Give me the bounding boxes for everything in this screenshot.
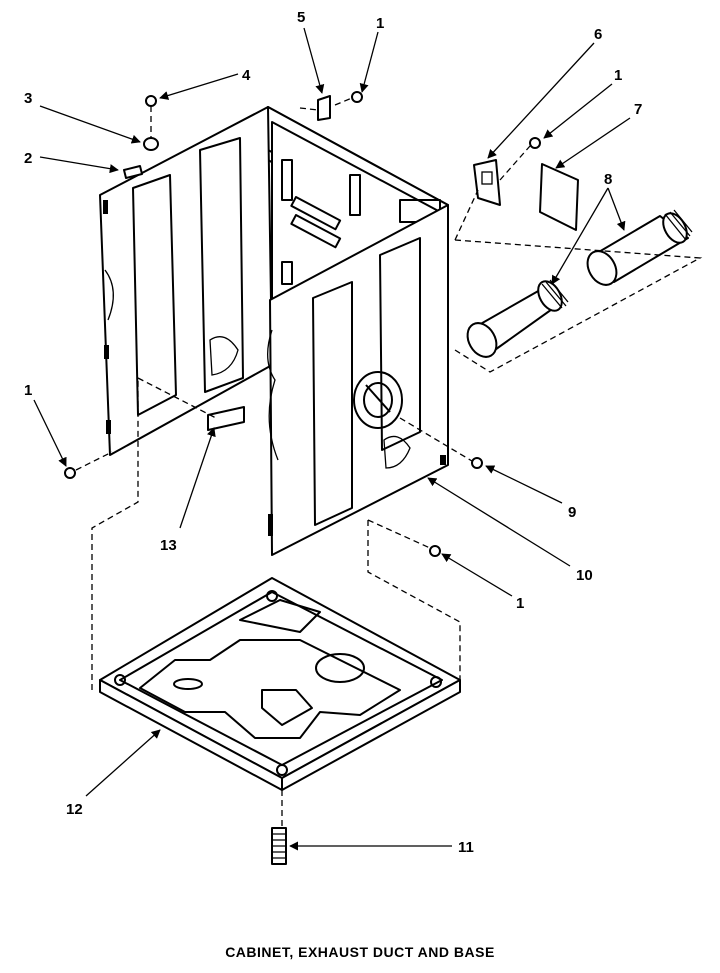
callout-labels: 4 3 2 5 1 6 1 7 8 1 9 10 1 13 12 11 (24, 9, 642, 856)
callout-10: 10 (576, 567, 593, 584)
base-pan (99, 577, 461, 791)
exhaust-duct-right (586, 209, 693, 286)
callout-1-left: 1 (24, 382, 32, 399)
callout-9: 9 (568, 504, 576, 521)
callout-1-right: 1 (614, 67, 622, 84)
diagram-caption: CABINET, EXHAUST DUCT AND BASE (225, 944, 495, 960)
callout-6: 6 (594, 26, 602, 43)
callout-3: 3 (24, 90, 32, 107)
callout-11: 11 (458, 839, 474, 856)
small-parts (64, 91, 579, 865)
callout-13: 13 (160, 537, 177, 554)
exhaust-duct-left (466, 279, 569, 358)
callout-2: 2 (24, 150, 32, 167)
callout-4: 4 (242, 67, 251, 84)
front-panel (267, 204, 449, 556)
callout-1-bottom: 1 (516, 595, 524, 612)
callout-5: 5 (297, 9, 305, 26)
callout-7: 7 (634, 101, 642, 118)
callout-1-top: 1 (376, 15, 384, 32)
assembly-lines (75, 97, 703, 828)
callout-8: 8 (604, 171, 612, 188)
leader-arrows (33, 27, 631, 851)
callout-12: 12 (66, 801, 83, 818)
